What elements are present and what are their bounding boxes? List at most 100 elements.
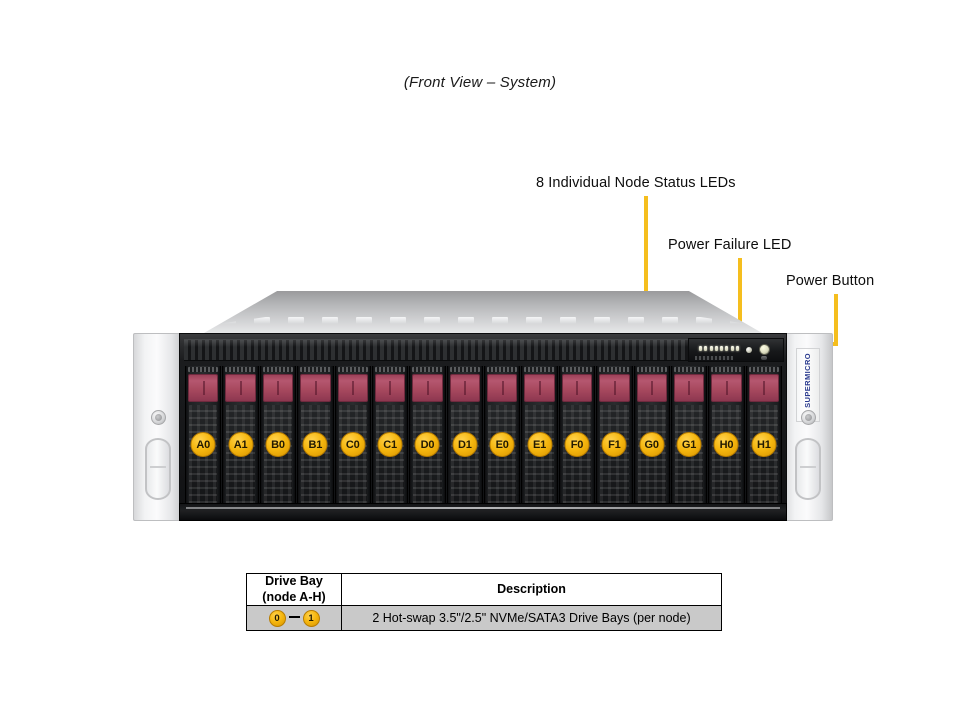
lid-vent-slot bbox=[695, 316, 712, 324]
drive-bay[interactable]: B1 bbox=[297, 366, 334, 516]
drive-carrier-latch[interactable] bbox=[374, 367, 406, 372]
drive-carrier-mesh bbox=[338, 405, 367, 510]
drive-bay-label: G1 bbox=[676, 432, 702, 457]
drive-bay-label: D0 bbox=[414, 432, 440, 457]
drive-bay-label: H0 bbox=[713, 432, 739, 457]
drive-carrier-latch[interactable] bbox=[561, 367, 593, 372]
power-failure-led bbox=[746, 347, 752, 353]
drive-carrier-handle[interactable] bbox=[300, 374, 331, 402]
lid-vent-slot bbox=[491, 316, 509, 324]
column-header-drive-bay: Drive Bay (node A-H) bbox=[246, 572, 342, 607]
drive-bay[interactable]: G0 bbox=[633, 366, 670, 516]
drive-bay[interactable]: G1 bbox=[670, 366, 708, 516]
table-header-row: Drive Bay (node A-H) Description bbox=[246, 572, 722, 607]
drive-carrier-latch[interactable] bbox=[711, 367, 742, 372]
drive-bay-label: C0 bbox=[340, 432, 366, 457]
drive-carrier-handle[interactable] bbox=[225, 374, 256, 402]
thumbscrew-icon[interactable] bbox=[801, 410, 816, 425]
drive-carrier-mesh bbox=[600, 405, 629, 510]
drive-carrier-handle[interactable] bbox=[262, 374, 294, 402]
drive-carrier-handle[interactable] bbox=[337, 374, 368, 402]
drive-carrier-mesh bbox=[226, 405, 255, 510]
rack-handle-left[interactable] bbox=[145, 438, 171, 500]
drive-carrier-latch[interactable] bbox=[449, 367, 480, 372]
drive-carrier-latch[interactable] bbox=[412, 367, 443, 372]
drive-carrier-latch[interactable] bbox=[337, 367, 368, 372]
drive-carrier-mesh bbox=[674, 405, 704, 510]
drive-carrier-latch[interactable] bbox=[225, 367, 256, 372]
drive-carrier-handle[interactable] bbox=[636, 374, 667, 402]
drive-carrier-latch[interactable] bbox=[487, 367, 518, 372]
node-status-led bbox=[704, 346, 708, 351]
drive-carrier-handle[interactable] bbox=[374, 374, 406, 402]
node-status-led bbox=[725, 346, 729, 351]
lid-vent-slot bbox=[253, 316, 271, 324]
chassis-top-lid bbox=[197, 291, 769, 337]
node-status-led bbox=[720, 346, 724, 351]
drive-carrier-mesh bbox=[562, 405, 592, 510]
callout-label-node-status-leds: 8 Individual Node Status LEDs bbox=[536, 175, 736, 191]
power-button[interactable] bbox=[759, 344, 770, 355]
drive-carrier-mesh bbox=[413, 405, 442, 510]
drive-carrier-latch[interactable] bbox=[188, 367, 219, 372]
drive-carrier-mesh bbox=[712, 405, 741, 510]
drive-carrier-handle[interactable] bbox=[188, 374, 219, 402]
drive-bay-badge-to: 1 bbox=[302, 609, 320, 627]
rack-ear-left bbox=[133, 333, 183, 521]
node-status-led bbox=[699, 346, 702, 351]
drive-carrier-latch[interactable] bbox=[599, 367, 630, 372]
drive-carrier-latch[interactable] bbox=[673, 367, 705, 372]
drive-bay[interactable]: A0 bbox=[185, 366, 222, 516]
rack-handle-right[interactable] bbox=[795, 438, 821, 500]
node-status-led bbox=[730, 346, 734, 351]
drive-bay[interactable]: C1 bbox=[371, 366, 409, 516]
lid-vent-slot bbox=[525, 316, 543, 324]
drive-bay-label: B0 bbox=[265, 432, 291, 457]
drive-bay[interactable]: F1 bbox=[596, 366, 633, 516]
lid-vent-slot bbox=[593, 316, 611, 324]
drive-carrier-handle[interactable] bbox=[711, 374, 742, 402]
drive-carrier-latch[interactable] bbox=[262, 367, 294, 372]
drive-bay[interactable]: F0 bbox=[558, 366, 596, 516]
drive-carrier-handle[interactable] bbox=[412, 374, 443, 402]
drive-bay[interactable]: D0 bbox=[409, 366, 446, 516]
front-vent-strip bbox=[184, 339, 784, 361]
drive-bay[interactable]: B0 bbox=[259, 366, 297, 516]
drive-carrier-handle[interactable] bbox=[561, 374, 593, 402]
drive-carrier-handle[interactable] bbox=[487, 374, 518, 402]
thumbscrew-icon[interactable] bbox=[151, 410, 166, 425]
drive-bay[interactable]: A1 bbox=[222, 366, 259, 516]
drive-carrier-latch[interactable] bbox=[300, 367, 331, 372]
drive-carrier-handle[interactable] bbox=[599, 374, 630, 402]
drive-bay[interactable]: H0 bbox=[708, 366, 745, 516]
drive-carrier-latch[interactable] bbox=[524, 367, 555, 372]
drive-carrier-latch[interactable] bbox=[748, 367, 779, 372]
drive-bay-label: B1 bbox=[302, 432, 328, 457]
drive-carrier-mesh bbox=[637, 405, 666, 510]
drive-bay[interactable]: E0 bbox=[484, 366, 521, 516]
column-header-description: Description bbox=[341, 572, 722, 607]
drive-bay-label: D1 bbox=[452, 432, 478, 457]
drive-carrier-mesh bbox=[749, 405, 778, 510]
drive-carrier-latch[interactable] bbox=[636, 367, 667, 372]
drive-carrier-mesh bbox=[450, 405, 479, 510]
lid-vent-slot bbox=[355, 316, 373, 324]
drive-bay[interactable]: D1 bbox=[446, 366, 483, 516]
drive-bay[interactable]: H1 bbox=[745, 366, 782, 516]
drive-carrier-handle[interactable] bbox=[449, 374, 480, 402]
drive-carrier-mesh bbox=[488, 405, 517, 510]
lid-vent-slot bbox=[287, 316, 305, 324]
drive-carrier-handle[interactable] bbox=[524, 374, 555, 402]
reset-button[interactable] bbox=[761, 356, 767, 360]
node-status-led bbox=[709, 346, 713, 351]
drive-carrier-handle[interactable] bbox=[748, 374, 779, 402]
drive-bay-badge-from: 0 bbox=[268, 609, 286, 627]
drive-bay[interactable]: E1 bbox=[521, 366, 558, 516]
drive-bay[interactable]: C0 bbox=[334, 366, 371, 516]
drive-carrier-handle[interactable] bbox=[673, 374, 705, 402]
